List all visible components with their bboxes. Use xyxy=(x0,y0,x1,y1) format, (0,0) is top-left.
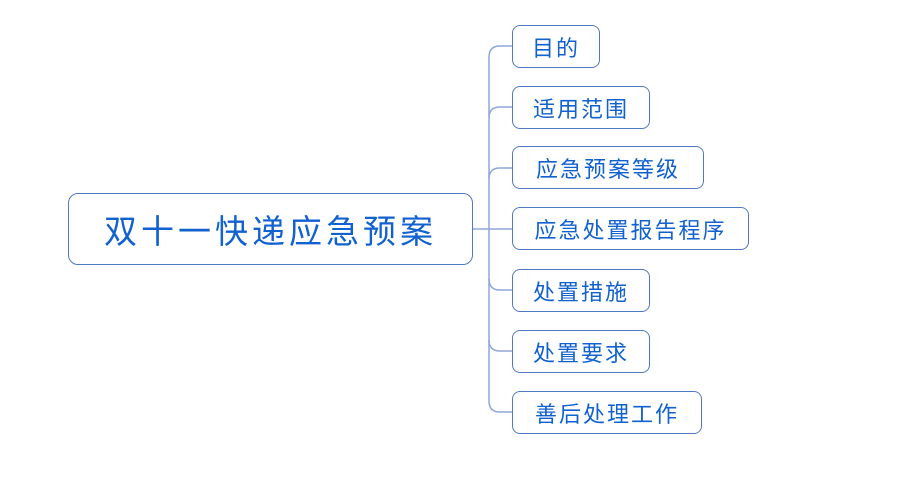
connector-node5 xyxy=(488,278,512,291)
node-purpose[interactable]: 目的 xyxy=(512,25,600,68)
root-node-topic[interactable]: 双十一快递应急预案 xyxy=(68,193,473,265)
node-scope[interactable]: 适用范围 xyxy=(512,86,650,129)
node-plan-level[interactable]: 应急预案等级 xyxy=(512,146,704,189)
connector-node3 xyxy=(488,167,512,180)
connector-node2 xyxy=(488,106,512,119)
connector-trunk-top-node1 xyxy=(488,45,512,229)
node-aftermath[interactable]: 善后处理工作 xyxy=(512,391,702,434)
node-report-procedure[interactable]: 应急处置报告程序 xyxy=(512,207,749,250)
node-measures[interactable]: 处置措施 xyxy=(512,269,650,312)
connector-node6 xyxy=(488,339,512,352)
connector-trunk-bottom-node7 xyxy=(488,229,512,413)
node-requirements[interactable]: 处置要求 xyxy=(512,330,650,373)
